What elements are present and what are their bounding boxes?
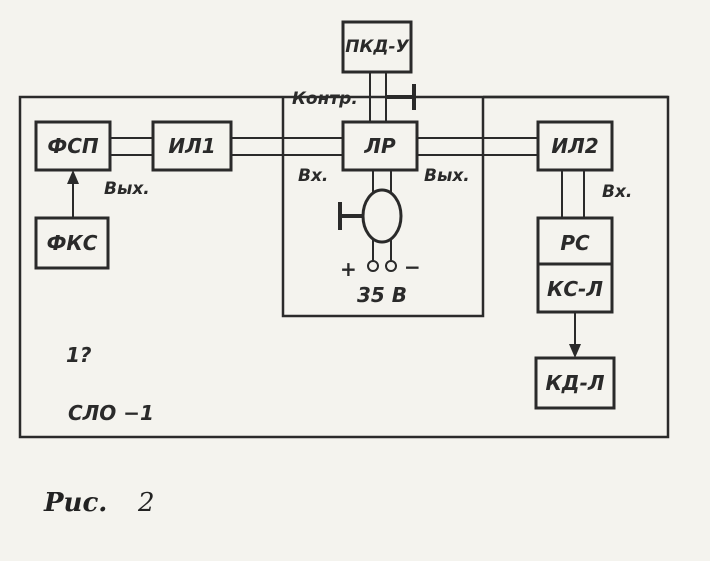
label-mark: 1?: [66, 343, 92, 367]
block-il1-label: ИЛ1: [168, 134, 215, 158]
block-il2: ИЛ2: [536, 120, 614, 172]
figure-caption-number: 2: [138, 488, 155, 518]
bus-lr-il2: [417, 137, 538, 156]
arrow-ksl-kdl: [569, 312, 581, 358]
block-il1: ИЛ1: [151, 120, 233, 172]
power-terminals: [367, 260, 397, 272]
bus-il1-lr: [231, 137, 343, 156]
slo-frame: [18, 95, 670, 439]
inner-frame: [281, 97, 485, 318]
block-fks: ФКС: [34, 216, 110, 270]
block-pkd-u-label: ПКД-У: [345, 37, 409, 57]
label-kontr: Контр.: [292, 89, 358, 109]
label-vh-right: Вх.: [602, 182, 632, 202]
block-ksl-label: КС-Л: [547, 277, 603, 301]
figure-caption-prefix: Рис.: [44, 488, 108, 518]
label-voltage: 35 В: [357, 283, 407, 307]
bus-il2-rs: [561, 170, 585, 218]
block-rs-label: РС: [560, 231, 590, 255]
label-vyh-left: Вых.: [104, 179, 150, 199]
indicator-lamp: [338, 170, 403, 262]
block-il2-label: ИЛ2: [551, 134, 598, 158]
block-rs-ksl: РС КС-Л: [536, 216, 614, 314]
label-minus: −: [404, 255, 421, 279]
label-plus: +: [340, 257, 357, 281]
block-lr-label: ЛР: [363, 134, 396, 158]
bus-fsp-il1: [110, 137, 153, 156]
block-fks-label: ФКС: [47, 231, 98, 255]
block-pkd-u: ПКД-У: [341, 20, 413, 74]
block-kd-l: КД-Л: [534, 356, 616, 410]
arrow-fks-fsp: [67, 170, 79, 218]
block-kd-l-label: КД-Л: [545, 371, 604, 395]
label-vyh-center: Вых.: [424, 166, 470, 186]
block-fsp-label: ФСП: [47, 134, 99, 158]
label-frame-name: СЛО −1: [68, 401, 154, 425]
block-fsp: ФСП: [34, 120, 112, 172]
kontr-switch: [386, 84, 416, 110]
block-lr: ЛР: [341, 120, 419, 172]
label-vh-center: Вх.: [298, 166, 328, 186]
